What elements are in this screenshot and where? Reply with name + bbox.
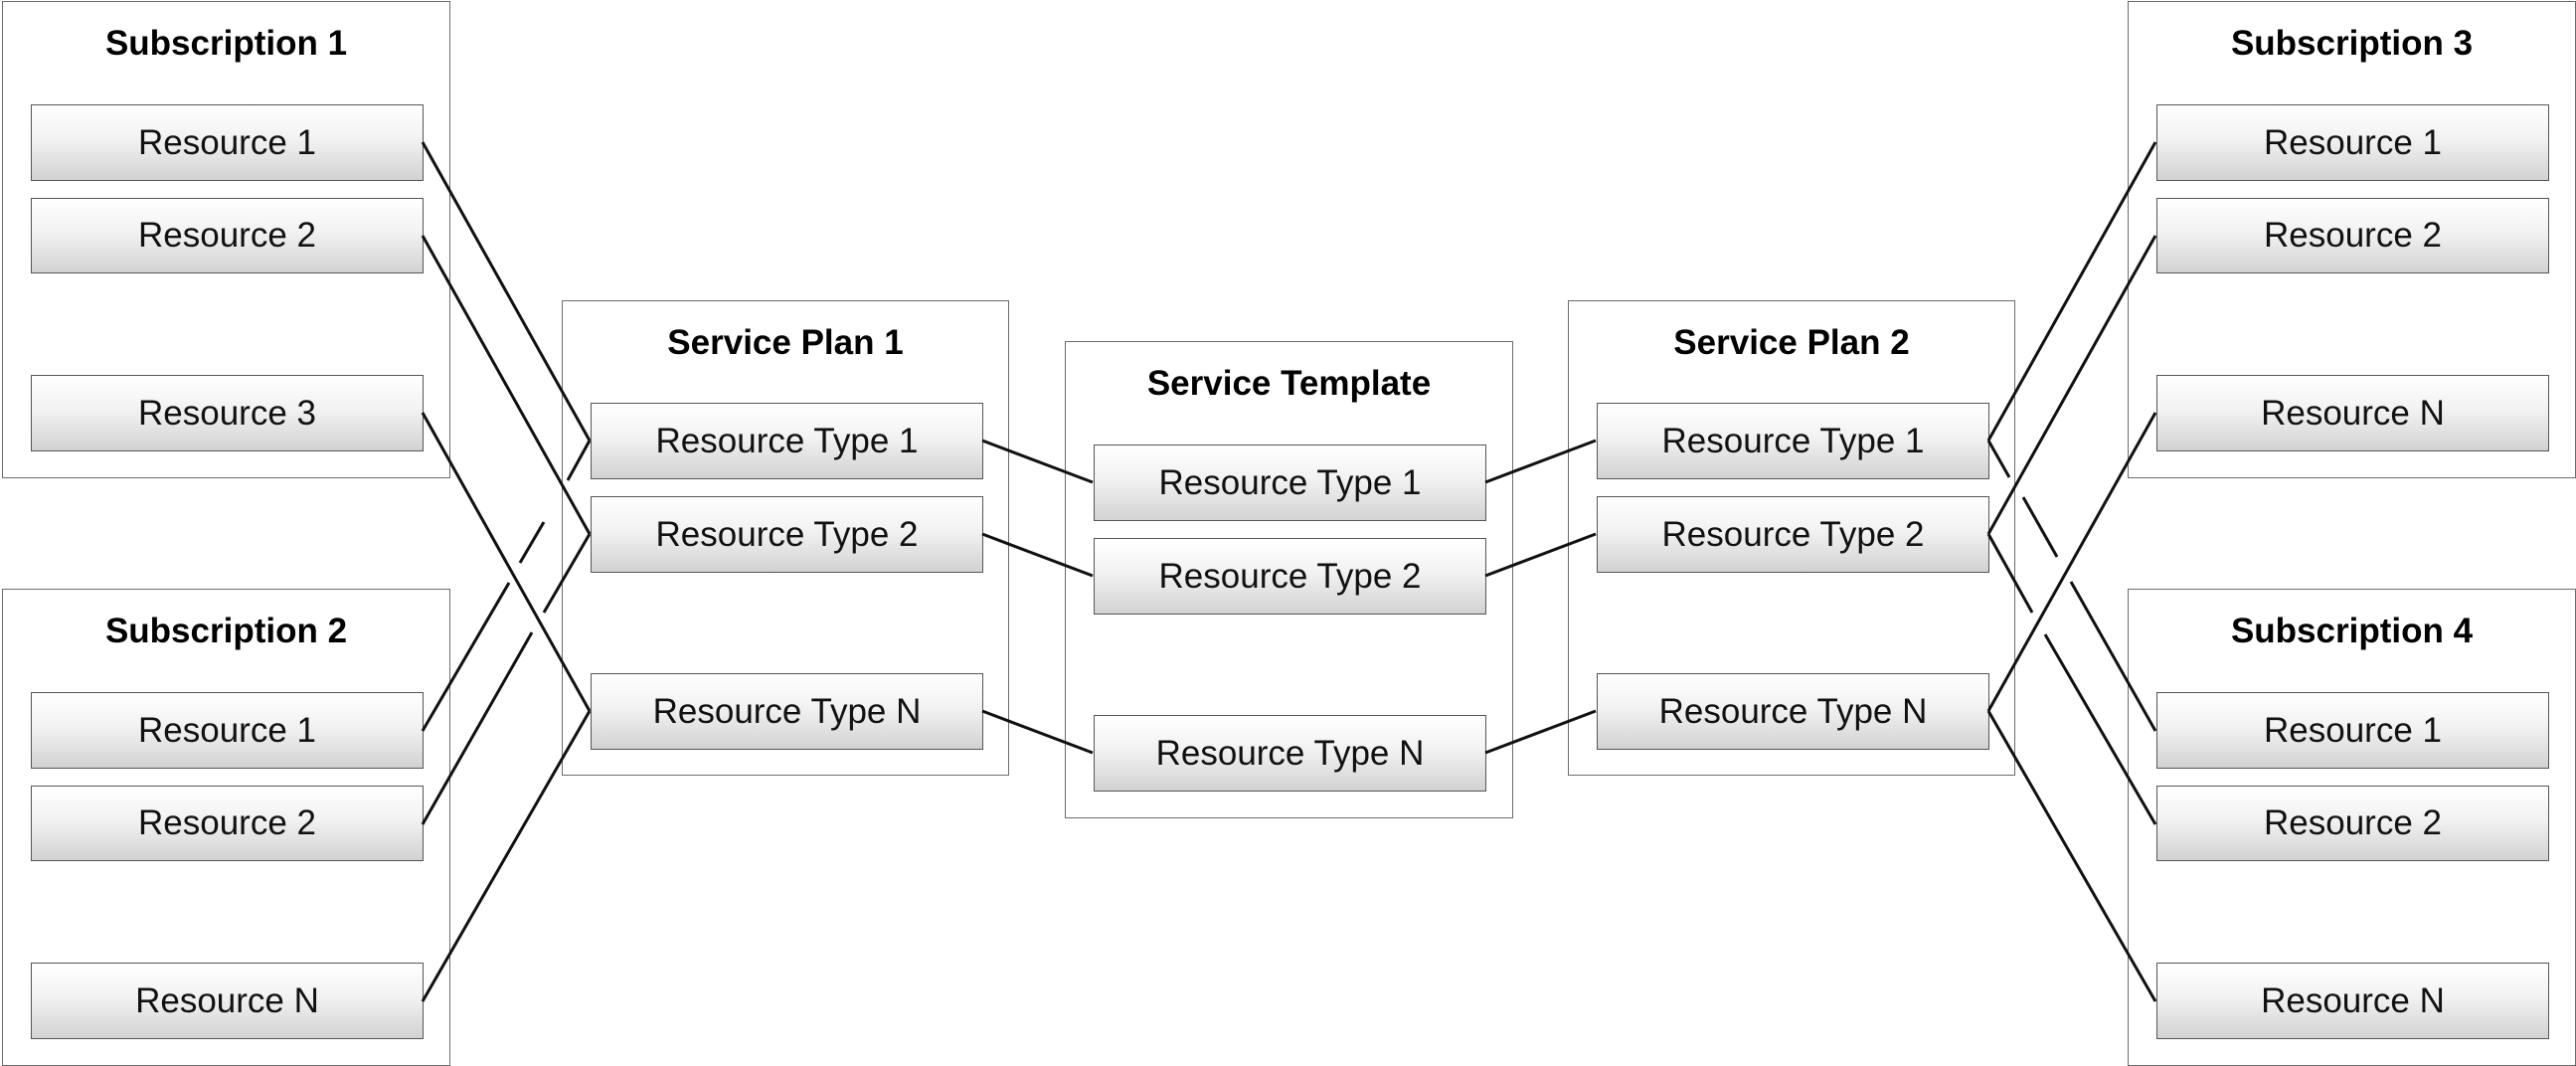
subscription-1-group: Subscription 1 Resource 1 Resource 2 Res… [2,1,450,478]
service-plan-1-title: Service Plan 1 [667,323,904,362]
service-plan-1-resource-type-1[interactable]: Resource Type 1 [591,403,983,479]
subscription-4-resource-n[interactable]: Resource N [2156,963,2549,1039]
subscription-2-title: Subscription 2 [104,612,348,650]
service-template-resource-type-n[interactable]: Resource Type N [1094,715,1486,792]
service-plan-1-group: Service Plan 1 Resource Type 1 Resource … [562,300,1009,776]
subscription-2-group: Subscription 2 Resource 1 Resource 2 Res… [2,589,450,1066]
service-plan-2-title: Service Plan 2 [1673,323,1910,362]
subscription-2-resource-2[interactable]: Resource 2 [31,786,424,861]
service-plan-2-resource-type-1[interactable]: Resource Type 1 [1597,403,1989,479]
subscription-2-resource-1[interactable]: Resource 1 [31,692,424,769]
subscription-3-title: Subscription 3 [2230,24,2474,63]
connector-plan2-type1-to-sub4-res1-b [2021,496,2059,558]
service-template-title: Service Template [1146,364,1432,403]
subscription-3-group: Subscription 3 Resource 1 Resource 2 Res… [2128,1,2576,478]
subscription-1-resource-2[interactable]: Resource 2 [31,198,424,273]
service-plan-2-resource-type-2[interactable]: Resource Type 2 [1597,496,1989,573]
service-template-resource-type-1[interactable]: Resource Type 1 [1094,444,1486,521]
subscription-3-resource-1[interactable]: Resource 1 [2156,104,2549,181]
service-template-group: Service Template Resource Type 1 Resourc… [1065,341,1513,818]
service-template-resource-type-2[interactable]: Resource Type 2 [1094,538,1486,615]
service-plan-1-resource-type-2[interactable]: Resource Type 2 [591,496,983,573]
service-plan-2-resource-type-n[interactable]: Resource Type N [1597,673,1989,750]
subscription-1-resource-1[interactable]: Resource 1 [31,104,424,181]
subscription-2-resource-n[interactable]: Resource N [31,963,424,1039]
connector-sub2-res1-to-plan1-type1-b [518,521,546,564]
subscription-3-resource-n[interactable]: Resource N [2156,375,2549,451]
service-plan-1-resource-type-n[interactable]: Resource Type N [591,673,983,750]
subscription-4-title: Subscription 4 [2230,612,2474,650]
subscription-3-resource-2[interactable]: Resource 2 [2156,198,2549,273]
subscription-4-group: Subscription 4 Resource 1 Resource 2 Res… [2128,589,2576,1066]
subscription-4-resource-2[interactable]: Resource 2 [2156,786,2549,861]
subscription-1-title: Subscription 1 [104,24,348,63]
subscription-4-resource-1[interactable]: Resource 1 [2156,692,2549,769]
service-plan-2-group: Service Plan 2 Resource Type 1 Resource … [1568,300,2015,776]
subscription-1-resource-3[interactable]: Resource 3 [31,375,424,451]
